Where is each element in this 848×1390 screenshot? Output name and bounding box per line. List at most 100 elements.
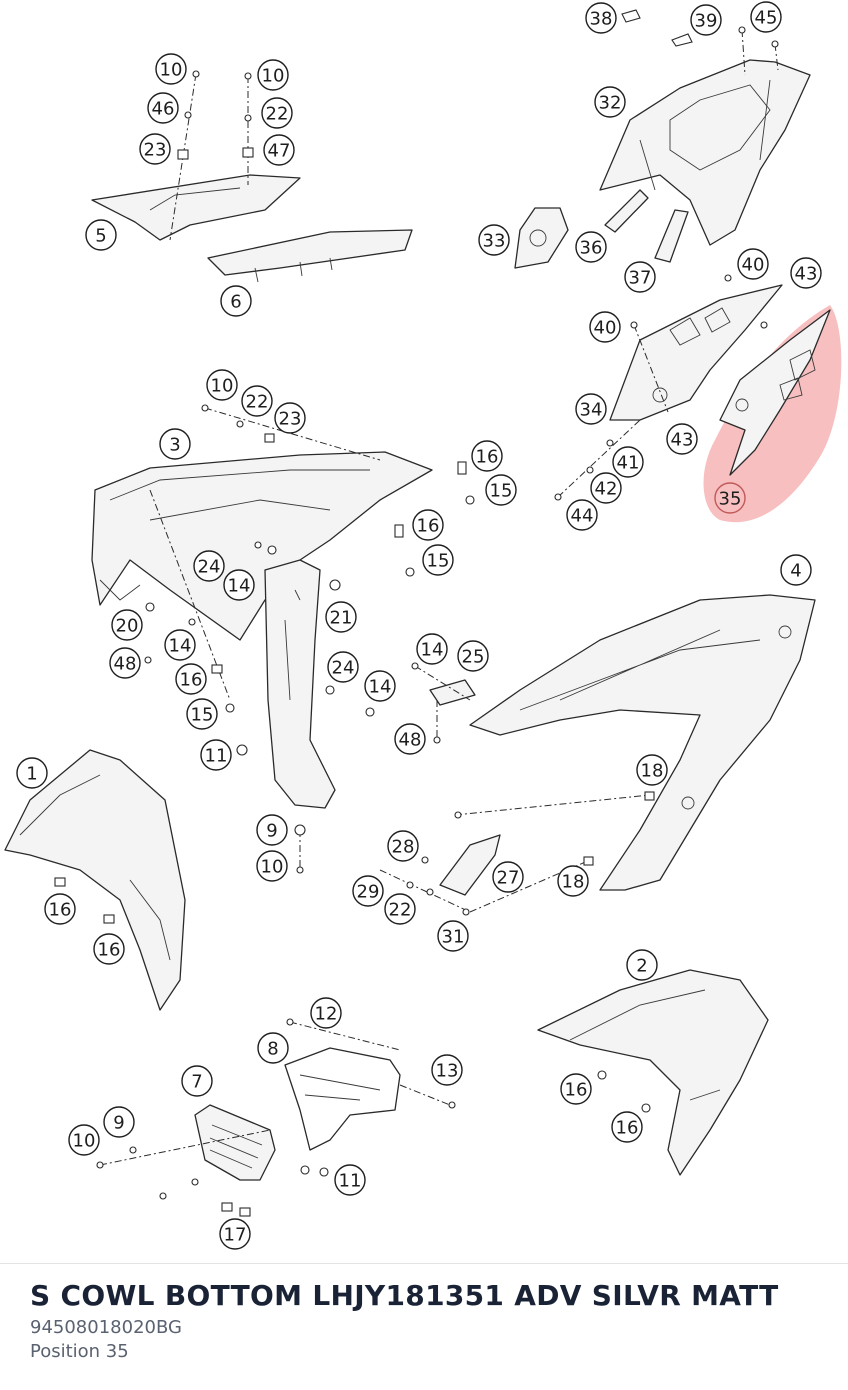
callout-number: 21 <box>330 608 353 629</box>
callout-28[interactable]: 28 <box>387 830 419 862</box>
callout-10[interactable]: 10 <box>206 369 238 401</box>
callout-number: 14 <box>228 576 251 597</box>
callout-16[interactable]: 16 <box>611 1111 643 1143</box>
part-4-side-panel[interactable] <box>469 594 816 891</box>
part-34-hardware <box>554 274 768 501</box>
part-5-panel[interactable] <box>91 174 301 241</box>
callout-32[interactable]: 32 <box>594 86 626 118</box>
callout-number: 15 <box>490 481 513 502</box>
callout-18[interactable]: 18 <box>557 865 589 897</box>
callout-number: 16 <box>49 900 72 921</box>
callout-18[interactable]: 18 <box>636 754 668 786</box>
callout-10[interactable]: 10 <box>68 1124 100 1156</box>
part-34-side-panel[interactable] <box>609 284 783 421</box>
callout-10[interactable]: 10 <box>155 53 187 85</box>
callout-16[interactable]: 16 <box>93 933 125 965</box>
callout-10[interactable]: 10 <box>257 59 289 91</box>
callout-14[interactable]: 14 <box>364 670 396 702</box>
callout-11[interactable]: 11 <box>200 739 232 771</box>
callout-9[interactable]: 9 <box>103 1106 135 1138</box>
callout-number: 23 <box>279 409 302 430</box>
callout-43[interactable]: 43 <box>666 423 698 455</box>
callout-20[interactable]: 20 <box>111 609 143 641</box>
callout-16[interactable]: 16 <box>175 663 207 695</box>
part-35-cowl-bottom[interactable] <box>719 309 831 476</box>
part-7-grille[interactable] <box>194 1104 276 1181</box>
callout-14[interactable]: 14 <box>164 629 196 661</box>
callout-6[interactable]: 6 <box>220 285 252 317</box>
part-33-bracket[interactable] <box>514 207 569 269</box>
callout-43[interactable]: 43 <box>790 257 822 289</box>
callout-40[interactable]: 40 <box>589 311 621 343</box>
callout-33[interactable]: 33 <box>478 224 510 256</box>
part-2-front-cowl[interactable] <box>537 969 769 1176</box>
part-6-panel[interactable] <box>207 229 413 283</box>
callout-16[interactable]: 16 <box>560 1073 592 1105</box>
callout-31[interactable]: 31 <box>437 920 469 952</box>
callout-15[interactable]: 15 <box>485 474 517 506</box>
callout-number: 10 <box>160 60 183 81</box>
callout-24[interactable]: 24 <box>193 550 225 582</box>
callout-34[interactable]: 34 <box>575 393 607 425</box>
part-position: Position 35 <box>30 1341 129 1362</box>
callout-13[interactable]: 13 <box>431 1054 463 1086</box>
callout-16[interactable]: 16 <box>44 893 76 925</box>
callout-14[interactable]: 14 <box>416 633 448 665</box>
part-3-front-frame[interactable] <box>91 451 433 641</box>
callout-27[interactable]: 27 <box>492 861 524 893</box>
callout-22[interactable]: 22 <box>261 97 293 129</box>
callout-42[interactable]: 42 <box>590 472 622 504</box>
callout-41[interactable]: 41 <box>612 446 644 478</box>
part-1-front-cowl[interactable] <box>4 749 186 1011</box>
callout-23[interactable]: 23 <box>274 402 306 434</box>
callout-7[interactable]: 7 <box>181 1065 213 1097</box>
callout-44[interactable]: 44 <box>566 499 598 531</box>
callout-17[interactable]: 17 <box>219 1218 251 1250</box>
callout-5[interactable]: 5 <box>85 219 117 251</box>
callout-number: 23 <box>144 140 167 161</box>
callout-9[interactable]: 9 <box>256 814 288 846</box>
callout-25[interactable]: 25 <box>457 640 489 672</box>
callout-number: 7 <box>191 1072 202 1093</box>
part-3-lower-bracket[interactable] <box>264 559 336 809</box>
callout-24[interactable]: 24 <box>327 651 359 683</box>
callout-8[interactable]: 8 <box>257 1032 289 1064</box>
callout-40[interactable]: 40 <box>737 248 769 280</box>
part-32-tail-cowl[interactable] <box>599 59 811 246</box>
callout-23[interactable]: 23 <box>139 133 171 165</box>
callout-35[interactable]: 35 <box>714 482 746 514</box>
callout-3[interactable]: 3 <box>159 428 191 460</box>
callout-number: 14 <box>421 640 444 661</box>
callout-15[interactable]: 15 <box>186 698 218 730</box>
callout-4[interactable]: 4 <box>780 554 812 586</box>
part-36-37-strips[interactable] <box>604 189 689 263</box>
callout-29[interactable]: 29 <box>352 875 384 907</box>
callout-22[interactable]: 22 <box>384 893 416 925</box>
callout-1[interactable]: 1 <box>16 757 48 789</box>
callout-10[interactable]: 10 <box>256 850 288 882</box>
exploded-parts-diagram: 3839451010462223473253336374043640102223… <box>4 1 842 1250</box>
callout-14[interactable]: 14 <box>223 569 255 601</box>
part-25-bracket[interactable] <box>411 662 476 744</box>
part-27-cover[interactable] <box>379 791 655 916</box>
callout-number: 35 <box>719 489 742 510</box>
part-8-bracket[interactable] <box>284 1047 401 1151</box>
callout-11[interactable]: 11 <box>334 1164 366 1196</box>
callout-48[interactable]: 48 <box>109 647 141 679</box>
callout-22[interactable]: 22 <box>241 385 273 417</box>
callout-16[interactable]: 16 <box>412 509 444 541</box>
callout-47[interactable]: 47 <box>263 134 295 166</box>
callout-39[interactable]: 39 <box>690 4 722 36</box>
callout-36[interactable]: 36 <box>575 231 607 263</box>
callout-45[interactable]: 45 <box>750 1 782 33</box>
callout-15[interactable]: 15 <box>422 544 454 576</box>
callout-16[interactable]: 16 <box>471 440 503 472</box>
callout-46[interactable]: 46 <box>147 92 179 124</box>
callout-12[interactable]: 12 <box>310 997 342 1029</box>
callout-2[interactable]: 2 <box>626 949 658 981</box>
callout-number: 38 <box>590 9 613 30</box>
callout-21[interactable]: 21 <box>325 601 357 633</box>
callout-37[interactable]: 37 <box>624 261 656 293</box>
callout-38[interactable]: 38 <box>585 2 617 34</box>
callout-48[interactable]: 48 <box>394 723 426 755</box>
